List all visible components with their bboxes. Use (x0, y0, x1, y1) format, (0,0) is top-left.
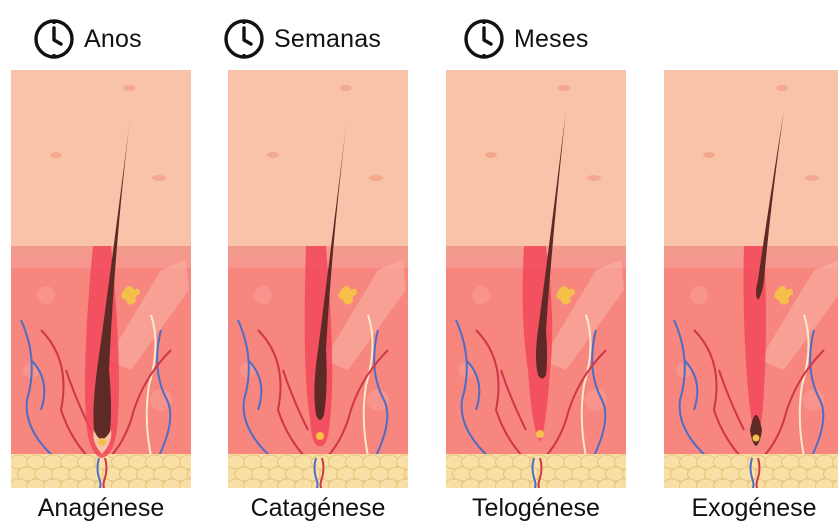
phase-label-anagen: Anagénese (0, 493, 206, 524)
skin-cross-section (228, 70, 408, 488)
duration-semanas: Semanas (222, 16, 381, 62)
clock-icon (222, 17, 266, 61)
panel-exogen (664, 70, 838, 488)
phase-label-exogen: Exogénese (649, 493, 838, 524)
duration-meses: Meses (462, 16, 589, 62)
panel-catagen (228, 70, 408, 488)
duration-anos: Anos (32, 16, 142, 62)
clock-icon (32, 17, 76, 61)
phase-label-catagen: Catagénese (213, 493, 423, 524)
panel-anagen (11, 70, 191, 488)
skin-cross-section (11, 70, 191, 488)
panel-telogen (446, 70, 626, 488)
duration-label: Anos (84, 25, 142, 54)
skin-cross-section (446, 70, 626, 488)
phase-label-telogen: Telogénese (431, 493, 641, 524)
duration-label: Meses (514, 25, 589, 54)
skin-cross-section (664, 70, 838, 488)
duration-label: Semanas (274, 25, 381, 54)
clock-icon (462, 17, 506, 61)
